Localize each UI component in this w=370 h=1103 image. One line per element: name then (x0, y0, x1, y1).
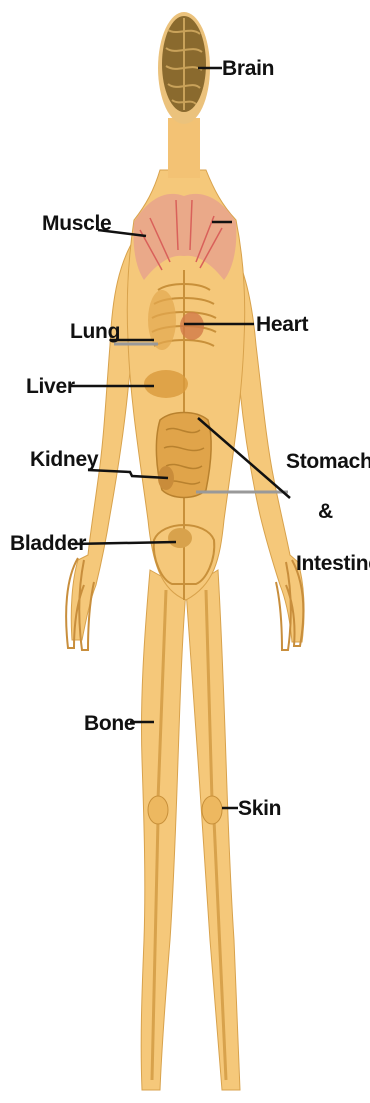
right-knee (202, 796, 222, 824)
skin-label: Skin (238, 797, 281, 820)
bladder-label: Bladder (10, 532, 86, 555)
left-knee (148, 796, 168, 824)
liver-label: Liver (26, 375, 75, 398)
liver-organ (144, 370, 188, 398)
body-figure (66, 12, 304, 1090)
heart-organ (180, 312, 204, 340)
heart-label: Heart (256, 313, 308, 336)
kidney-label: Kidney (30, 448, 99, 471)
stomach-label-line3: Intestines (296, 552, 370, 575)
stomach-label-line2: & (318, 500, 333, 523)
brain-label: Brain (222, 57, 274, 80)
muscle-label: Muscle (42, 212, 111, 235)
bone-label: Bone (84, 712, 135, 735)
lung-label: Lung (70, 320, 120, 343)
stomach-label-line1: Stomach (286, 450, 370, 473)
bladder-organ (168, 528, 192, 548)
neck (168, 118, 200, 178)
